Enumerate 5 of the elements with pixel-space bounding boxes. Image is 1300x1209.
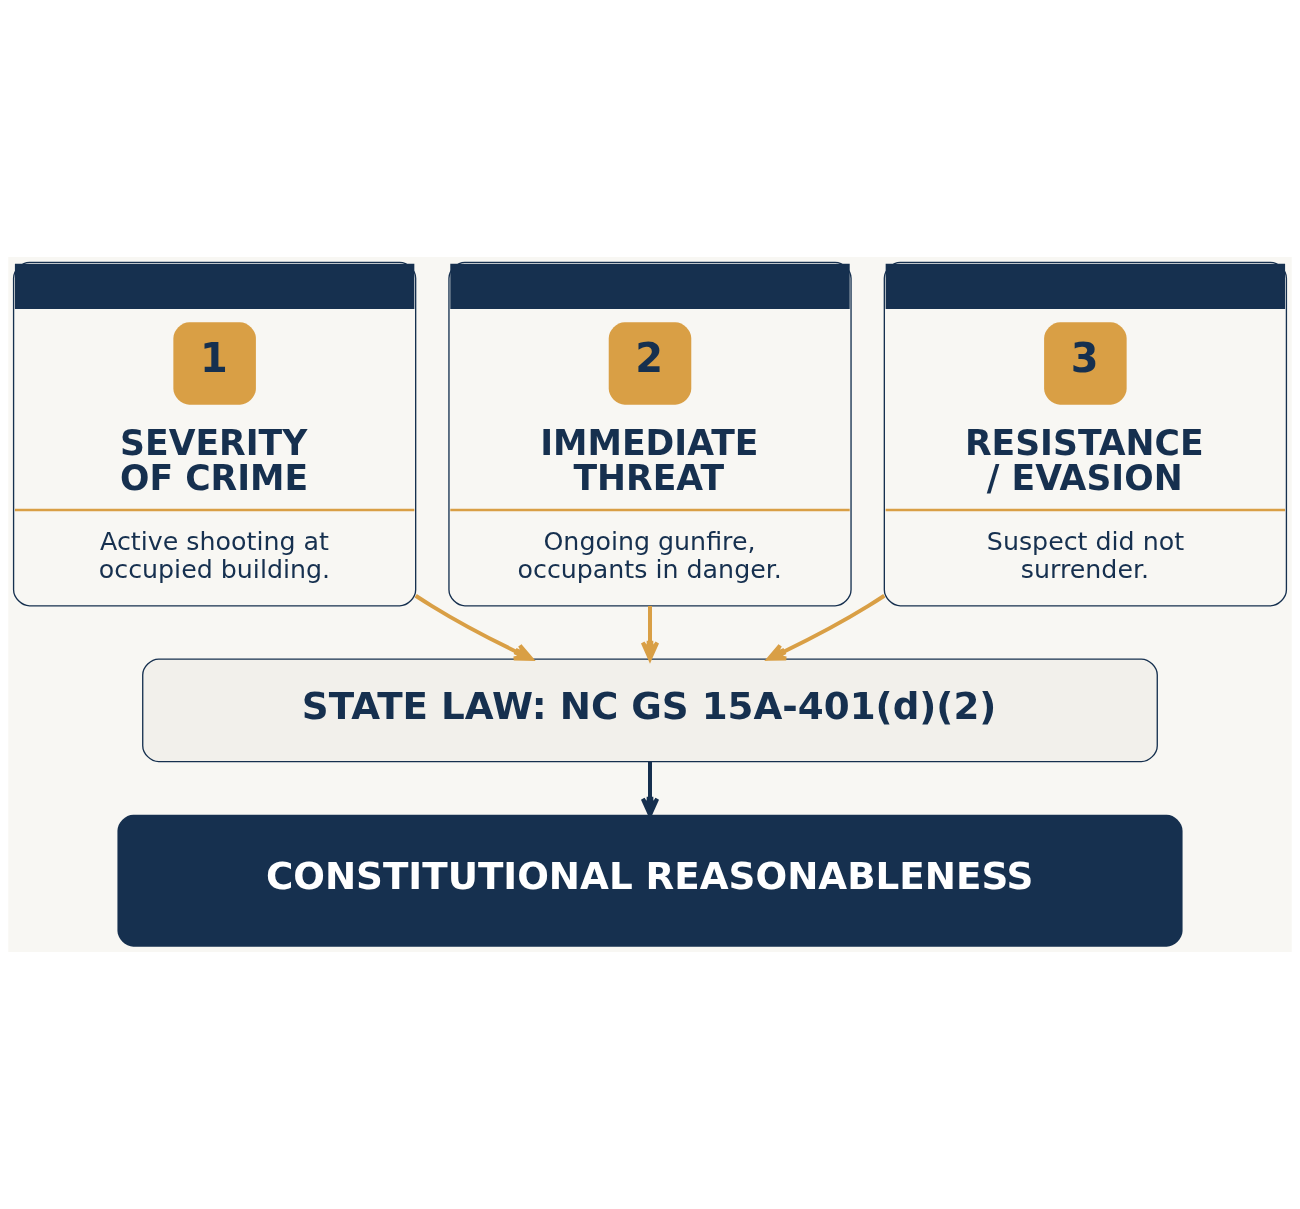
node-box: CONSTITUTIONAL REASONABLENESS <box>117 814 1183 947</box>
arrow <box>414 594 534 661</box>
arrow <box>766 594 886 661</box>
arrow <box>640 762 660 817</box>
arrow <box>640 605 660 661</box>
